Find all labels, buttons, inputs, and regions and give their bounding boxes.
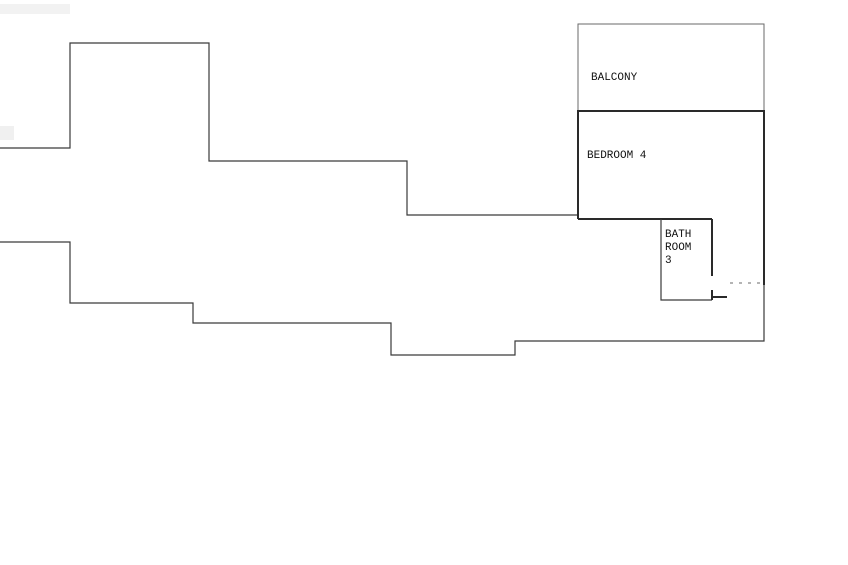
bathroom3-left-bottom-wall (660, 219, 712, 301)
balcony-outline (577, 23, 765, 112)
bathroom3-label-line1: BATH (665, 229, 691, 241)
upper-outer-wall (0, 42, 578, 216)
bathroom3-label-line2: ROOM (665, 242, 691, 254)
scan-artifact (0, 4, 70, 14)
balcony-label: BALCONY (591, 72, 638, 84)
bedroom4-label: BEDROOM 4 (587, 150, 647, 162)
lower-outer-wall (0, 241, 765, 356)
scan-artifact (0, 126, 14, 140)
bathroom3-label-line3: 3 (665, 255, 672, 267)
bedroom4-wall (577, 110, 765, 285)
